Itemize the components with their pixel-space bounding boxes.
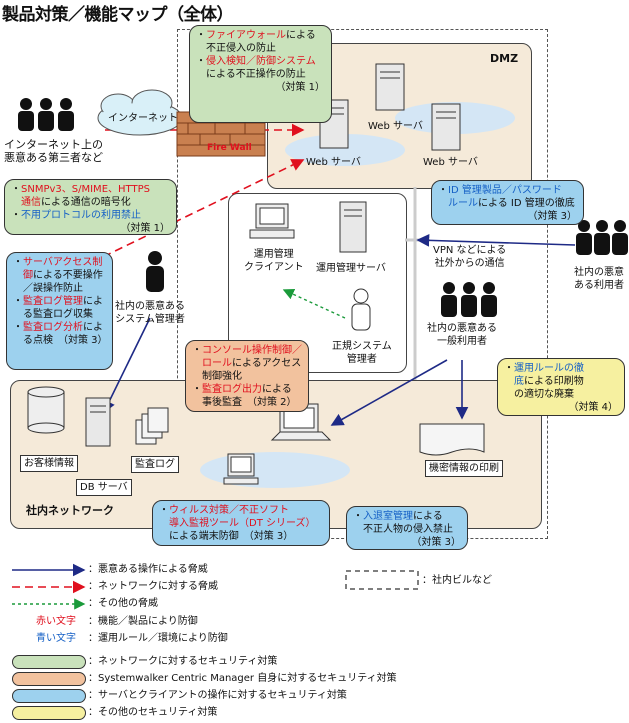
bubble-text: コンソール操作制御／ ロール <box>201 345 302 369</box>
bubble-tag: （対策 1） <box>275 82 325 93</box>
server-icon <box>85 397 111 447</box>
countermeasure-bubble: ・運用ルールの徹 底による印刷物 の適切な廃棄 （対策 4） <box>497 358 625 416</box>
bubble-text: ・ <box>196 30 206 41</box>
bubble-text: による 不正侵入の防止 ・ <box>196 30 316 67</box>
page-title: 製品対策／機能マップ（全体） <box>2 5 234 25</box>
internal-network-label: 社内ネットワーク <box>26 504 114 517</box>
malicious-insider-label: 社内の悪意 ある利用者 <box>574 267 624 291</box>
countermeasure-bubble: ・SNMPv3、S/MIME、HTTPS 通信による通信の暗号化 ・不用プロトコ… <box>4 179 177 235</box>
legend-swatch-green <box>12 655 86 669</box>
customer-info-label: お客様情報 <box>20 455 78 472</box>
legend-yellow-label: ：その他のセキュリティ対策 <box>88 707 218 718</box>
vpn-label: VPN などによる 社外からの通信 <box>433 245 507 269</box>
legend-blue-label: ：サーバとクライアントの操作に対するセキュリティ対策 <box>88 690 347 701</box>
document-icon <box>135 407 169 445</box>
bubble-text: 監査ログ管理 <box>23 296 83 307</box>
bubble-tag: （対策 4） <box>568 402 618 413</box>
bubble-text: 不用プロトコルの利用禁止 <box>21 210 141 221</box>
web-server-left-label: Web サーバ <box>306 157 361 168</box>
legit-admin-label: 正規システム 管理者 <box>332 341 392 365</box>
bubble-text: ・ <box>192 345 202 356</box>
bubble-text: ・ <box>13 257 23 268</box>
dmz-label: DMZ <box>490 52 519 65</box>
bubble-text: 侵入検知／防御システム <box>206 56 316 67</box>
cloud-icon <box>97 89 183 136</box>
legend-swatch-orange <box>12 672 86 686</box>
bubble-text: ・ <box>353 511 363 522</box>
outside-attacker-label: インターネット上の 悪意ある第三者など <box>4 138 103 164</box>
countermeasure-bubble: ・ウィルス対策／不正ソフト 導入監視ツール（DT シリーズ） による端末防御 （… <box>152 500 330 546</box>
countermeasure-bubble: ・ファイアウォールによる 不正侵入の防止 ・侵入検知／防御システム による不正操… <box>189 25 332 123</box>
bubble-text: ファイアウォール <box>206 30 286 41</box>
bubble-text: ・ <box>11 184 21 195</box>
bubble-text: によるアクセス 制御強化 ・ <box>192 358 302 395</box>
bubble-text: ・ <box>438 185 448 196</box>
legend-building-label: ：社内ビルなど <box>422 575 492 586</box>
bubble-text: SNMPv3、S/MIME、HTTPS 通信 <box>20 184 150 208</box>
bubble-text: による通信の暗号化 ・ <box>11 197 131 221</box>
bubble-text: による 不正人物の侵入禁止 <box>362 511 453 535</box>
audit-log-label: 監査ログ <box>131 456 179 473</box>
bubble-text: サーバアクセス制 御 <box>22 257 103 281</box>
countermeasure-bubble: ・コンソール操作制御／ ロールによるアクセス 制御強化 ・監査ログ出力による 事… <box>185 340 309 412</box>
bubble-text: による ID 管理の徹底 <box>478 198 575 209</box>
countermeasure-bubble: ・入退室管理による 不正人物の侵入禁止 （対策 3） <box>346 506 468 550</box>
malicious-admin-label: 社内の悪意ある システム管理者 <box>115 301 185 325</box>
countermeasure-bubble: ・ID 管理製品／パスワード ルールによる ID 管理の徹底 （対策 3） <box>431 180 584 225</box>
legend-blue-text-desc: ：運用ルール／環境により防御 <box>88 633 228 644</box>
legend-solid-label: ：悪意ある操作による脅威 <box>88 564 208 575</box>
db-server-label: DB サーバ <box>76 479 132 496</box>
confidential-print-label: 機密情報の印刷 <box>425 460 503 477</box>
bubble-text: による印刷物 の適切な廃棄 <box>513 376 584 400</box>
bubble-text: によ る点検 （対策 3） <box>22 322 108 346</box>
countermeasure-bubble: ・サーバアクセス制 御による不要操作 ／誤操作防止 ・監査ログ管理によ る監査ロ… <box>6 252 113 370</box>
legend-swatch-blue <box>12 689 86 703</box>
legend-dashed-label: ：ネットワークに対する脅威 <box>88 581 218 592</box>
bubble-text: 監査ログ出力 <box>202 384 262 395</box>
bubble-text: 監査ログ分析 <box>23 322 83 333</box>
firewall-label: Fire Wall <box>207 143 252 153</box>
malicious-user-label: 社内の悪意ある 一般利用者 <box>427 323 497 347</box>
internet-label: インターネット <box>108 113 178 124</box>
bubble-text: ・ <box>159 505 169 516</box>
bubble-text: による 事後監査 （対策 2） <box>201 384 297 408</box>
bubble-text: ・ <box>504 363 514 374</box>
web-server-top-label: Web サーバ <box>368 121 423 132</box>
ops-client-label: 運用管理 クライアント <box>244 249 304 273</box>
web-server-right-label: Web サーバ <box>423 157 478 168</box>
server-icon <box>431 103 461 151</box>
bubble-tag: （対策 3） <box>527 211 577 222</box>
legend-blue-text-key: 青い文字 <box>36 633 76 644</box>
bubble-text: 運用ルールの徹 底 <box>513 363 584 387</box>
legend-dotted-label: ：その他の脅威 <box>88 598 158 609</box>
bubble-text: による不要操作 ／誤操作防止 ・ <box>13 270 103 307</box>
database-icon <box>27 386 65 434</box>
printout-icon <box>419 423 485 456</box>
ops-server-label: 運用管理サーバ <box>316 263 386 274</box>
legend-red-text-desc: ：機能／製品により防御 <box>88 616 198 627</box>
legend-orange-label: ：Systemwalker Centric Manager 自身に対するセキュリ… <box>88 673 397 684</box>
bubble-tag: （対策 1） <box>120 223 170 234</box>
legend-swatch-yellow <box>12 706 86 720</box>
client-pc-icon <box>249 203 295 239</box>
bubble-text: による不正操作の防止 <box>205 69 306 80</box>
bubble-text: ウィルス対策／不正ソフト 導入監視ツール（DT シリーズ） <box>168 505 316 529</box>
bubble-tag: （対策 3） <box>411 537 461 548</box>
server-icon <box>375 63 405 111</box>
bubble-text: 入退室管理 <box>363 511 413 522</box>
bubble-text: ID 管理製品／パスワード ルール <box>447 185 562 209</box>
bubble-text: による端末防御 （対策 3） <box>168 531 294 542</box>
legend-red-text-key: 赤い文字 <box>36 616 76 627</box>
legend-green-label: ：ネットワークに対するセキュリティ対策 <box>88 656 278 667</box>
bubble-text: によ る監査ログ収集 ・ <box>13 296 103 333</box>
